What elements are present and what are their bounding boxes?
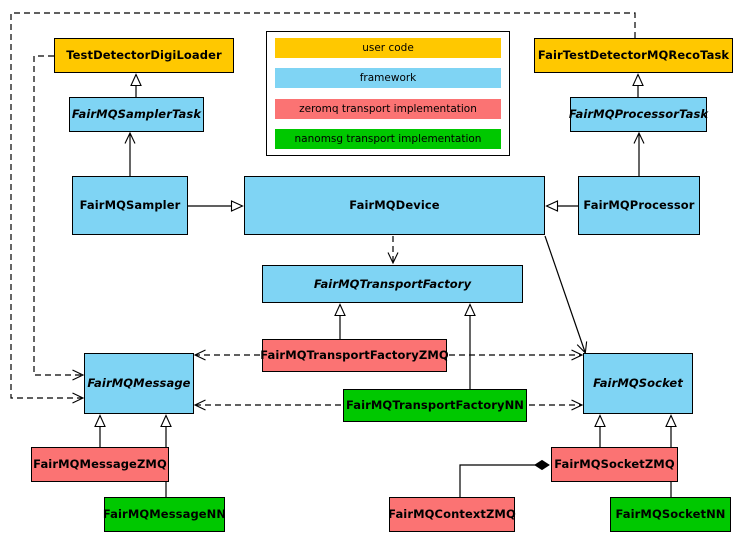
node-fair-mq-socket-zmq[interactable]: FairMQSocketZMQ [551, 447, 678, 482]
node-fair-mq-transport-factory-nn[interactable]: FairMQTransportFactoryNN [343, 389, 527, 422]
node-fair-mq-socket-nn[interactable]: FairMQSocketNN [610, 497, 731, 532]
legend-item-framework: framework [275, 68, 501, 89]
edge-digiloader-to-message [33, 55, 85, 381]
edge-device-to-socket [544, 235, 588, 355]
node-fair-mq-transport-factory-zmq[interactable]: FairMQTransportFactoryZMQ [260, 339, 449, 372]
legend-item-user-code: user code [275, 38, 501, 58]
node-fair-test-detector-mq-reco-task[interactable]: FairTestDetectorMQRecoTask [534, 38, 733, 73]
node-fair-mq-processor[interactable]: FairMQProcessor [578, 176, 700, 235]
legend: user code framework zeromq transport imp… [266, 31, 510, 156]
legend-item-zeromq: zeromq transport implementation [275, 98, 501, 119]
node-fair-mq-message-nn[interactable]: FairMQMessageNN [103, 497, 226, 532]
node-test-detector-digi-loader[interactable]: TestDetectorDigiLoader [54, 38, 234, 73]
node-fair-mq-context-zmq[interactable]: FairMQContextZMQ [388, 497, 516, 532]
node-fair-mq-device[interactable]: FairMQDevice [244, 176, 545, 235]
node-fair-mq-message-zmq[interactable]: FairMQMessageZMQ [31, 447, 169, 482]
node-fair-mq-socket[interactable]: FairMQSocket [583, 353, 693, 414]
node-fair-mq-transport-factory[interactable]: FairMQTransportFactory [262, 265, 523, 303]
node-fair-mq-sampler-task[interactable]: FairMQSamplerTask [69, 97, 204, 132]
legend-item-nanomsg: nanomsg transport implementation [275, 128, 501, 149]
edge-socketzmq-to-contextzmq [459, 459, 550, 497]
node-fair-mq-sampler[interactable]: FairMQSampler [72, 176, 188, 235]
node-fair-mq-message[interactable]: FairMQMessage [84, 353, 194, 414]
node-fair-mq-processor-task[interactable]: FairMQProcessorTask [569, 97, 708, 132]
